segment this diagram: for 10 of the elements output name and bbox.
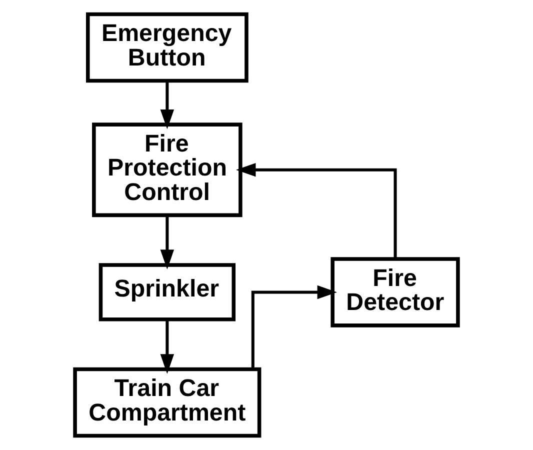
node-box: Fire Protection Control — [92, 122, 242, 218]
arrow — [160, 215, 174, 270]
node-box: Train Car Compartment — [73, 367, 262, 438]
node-box: Sprinkler — [98, 263, 236, 322]
node-box: Fire Detector — [330, 257, 460, 328]
arrow — [160, 80, 174, 130]
arrow — [160, 319, 174, 374]
arrow — [236, 162, 397, 259]
node-box: Emergency Button — [86, 12, 248, 83]
arrow — [251, 285, 337, 369]
